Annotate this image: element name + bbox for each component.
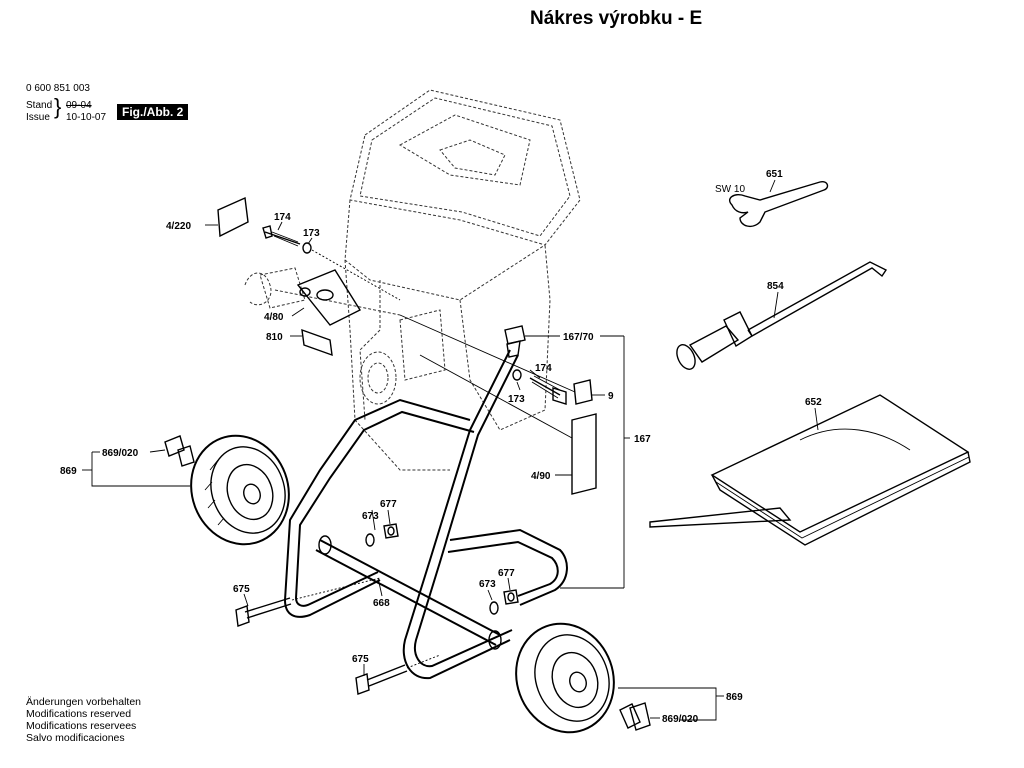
- issue-label: Issue: [26, 112, 50, 123]
- label-sw10: SW 10: [715, 184, 745, 195]
- label-167: 167: [634, 434, 651, 445]
- label-810-plate: [301, 328, 333, 357]
- label-4-90-plate: [571, 413, 597, 495]
- footer-line: Salvo modificaciones: [26, 732, 125, 744]
- label-173-right: 173: [508, 394, 525, 405]
- label-673-right: 673: [479, 579, 496, 590]
- label-652: 652: [805, 397, 822, 408]
- stand-value: 09-04: [66, 100, 92, 111]
- label-4-90: 4/90: [531, 471, 551, 482]
- label-677-left: 677: [380, 499, 397, 510]
- footer-line: Modifications reserved: [26, 708, 132, 720]
- bolt-675-lower: [355, 654, 441, 695]
- issue-value: 10-10-07: [66, 112, 107, 123]
- frame-167: [283, 349, 568, 680]
- label-869-020-left: 869/020: [102, 448, 139, 459]
- label-810: 810: [266, 332, 283, 343]
- label-673-left: 673: [362, 511, 379, 522]
- label-869-left: 869: [60, 466, 77, 477]
- label-4-220: 4/220: [166, 221, 191, 232]
- bolt-675-upper: [235, 577, 381, 627]
- part-labels: 4/220 174 173 4/80 810 167/70 174 173 9 …: [60, 169, 822, 725]
- label-854: 854: [767, 281, 784, 292]
- figure-label: Fig./Abb. 2: [117, 104, 189, 120]
- label-167-70: 167/70: [563, 332, 594, 343]
- axle-668: [315, 535, 502, 650]
- screw-174-left: [262, 225, 301, 247]
- hubcap-869-020-left: [164, 435, 195, 467]
- label-675-upper: 675: [233, 584, 250, 595]
- label-869-020-right: 869/020: [662, 714, 699, 725]
- footer-line: Änderungen vorbehalten: [26, 696, 142, 708]
- bracket-4-80: [296, 269, 362, 326]
- label-651: 651: [766, 169, 783, 180]
- hubcap-869-020-right: [619, 702, 651, 731]
- label-869-right: 869: [726, 692, 743, 703]
- label-9-plate: [573, 379, 593, 405]
- nut-677-right: [503, 589, 519, 605]
- washer-173-left: [302, 242, 401, 301]
- leader-lines: [82, 179, 819, 721]
- washer-673-left: [365, 533, 375, 547]
- footer-line: Modifications reservees: [26, 720, 137, 732]
- label-173-left: 173: [303, 228, 320, 239]
- label-668: 668: [373, 598, 390, 609]
- part-number: 0 600 851 003: [26, 83, 90, 94]
- washer-673-right: [489, 601, 499, 615]
- footer-notice: Änderungen vorbehalten Modifications res…: [26, 696, 141, 744]
- handle-854: [676, 261, 888, 370]
- manual-652: [649, 394, 971, 546]
- wheel-869-right: [515, 622, 615, 734]
- stand-label: Stand: [26, 100, 53, 111]
- nut-677-left: [383, 523, 399, 539]
- brace-icon: }: [54, 94, 62, 119]
- label-677-right: 677: [498, 568, 515, 579]
- label-4-220-plate: [217, 196, 249, 238]
- label-4-80: 4/80: [264, 312, 284, 323]
- wrench-651: [728, 180, 829, 228]
- label-174-left: 174: [274, 212, 291, 223]
- label-9: 9: [608, 391, 614, 402]
- wheel-869-left: [190, 434, 290, 546]
- screw-174-right: [512, 369, 567, 405]
- page-title: Nákres výrobku - E: [530, 8, 703, 29]
- label-675-lower: 675: [352, 654, 369, 665]
- label-174-right: 174: [535, 363, 552, 374]
- chipper-body-outline: [244, 89, 581, 471]
